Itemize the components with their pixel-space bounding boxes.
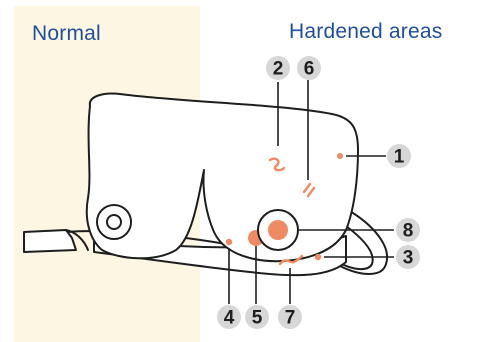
- strap-buckle: [23, 229, 77, 253]
- svg-text:1: 1: [394, 147, 405, 168]
- marker-2: [268, 157, 286, 172]
- badge-5: 5: [245, 305, 269, 329]
- badge-7: 7: [278, 305, 302, 329]
- foot-outline: [85, 92, 359, 263]
- hardened-areas-heading: Hardened areas: [289, 20, 443, 43]
- right-strap-loop: [339, 209, 389, 275]
- svg-text:5: 5: [252, 308, 263, 329]
- strap-end: [65, 229, 89, 251]
- marker-8: [268, 220, 288, 240]
- right-strap-loop-inner: [337, 225, 374, 270]
- badge-3: 3: [396, 245, 420, 269]
- svg-text:8: 8: [403, 221, 414, 242]
- ankle-bone-inner: [106, 214, 122, 230]
- svg-text:7: 7: [285, 308, 296, 329]
- badge-1: 1: [387, 144, 411, 168]
- marker-1: [337, 153, 343, 159]
- svg-text:3: 3: [403, 248, 414, 269]
- marker-4: [225, 238, 233, 246]
- normal-heading: Normal: [32, 22, 101, 45]
- svg-text:6: 6: [304, 59, 315, 80]
- svg-text:2: 2: [273, 59, 284, 80]
- marker-7: [278, 254, 304, 266]
- badge-6: 6: [297, 56, 321, 80]
- badge-4: 4: [217, 305, 241, 329]
- badge-8: 8: [396, 218, 420, 242]
- marker-3: [314, 253, 322, 261]
- svg-text:4: 4: [224, 308, 235, 329]
- marker-6: [302, 182, 316, 198]
- badge-2: 2: [266, 56, 290, 80]
